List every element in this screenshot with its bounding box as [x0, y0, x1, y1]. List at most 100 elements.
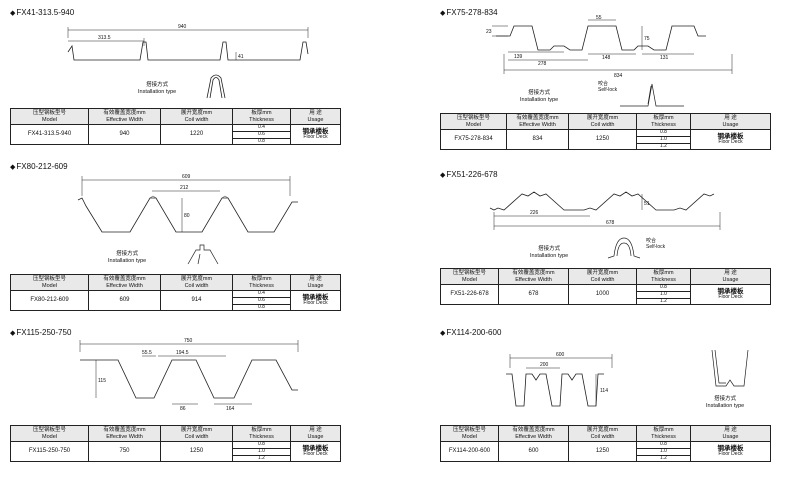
dimension-label: 41: [238, 54, 244, 60]
diamond-bullet-icon: ◆: [10, 330, 16, 337]
table-cell-text: 有效覆盖宽度mm: [512, 270, 555, 277]
table-cell-text: 板厚mm: [653, 115, 674, 122]
table-cell-text: 有效覆盖宽度mm: [516, 115, 559, 122]
table-cell-text: Effective Width: [519, 121, 556, 128]
table-cell-text: 有效覆盖宽度mm: [512, 427, 555, 434]
table-cell-text: Thickness: [249, 282, 274, 289]
dimension-label: 278: [538, 61, 547, 67]
deck-profile-fx75: 55 23 139 148 75 131 278 834: [486, 15, 733, 79]
diamond-bullet-icon: ◆: [10, 10, 16, 17]
thickness-cell: 1.0: [636, 290, 691, 299]
coil-width-cell: 1250: [568, 440, 637, 463]
table-cell-text: Thickness: [249, 116, 274, 123]
overlap-detail-fx80: [187, 244, 219, 265]
table-cell-text: 板厚mm: [251, 427, 272, 434]
coil-width-cell: 1250: [160, 440, 233, 463]
table-cell-text: Floor Deck: [718, 139, 743, 146]
overlap-detail-fx41: [206, 74, 226, 99]
table-cell-text: Model: [42, 116, 57, 123]
dimension-label: 313.5: [98, 35, 111, 41]
overlap-detail-fx75: [620, 83, 684, 107]
deck-profile-fx80: 609 212 80: [77, 174, 298, 233]
table-cell-text: 展开宽度mm: [180, 276, 213, 283]
installation-label: 搭接方式 Installation type: [520, 90, 559, 103]
table-cell-text: Floor Deck: [718, 451, 743, 458]
table-cell-text: 有效覆盖宽度mm: [103, 110, 146, 117]
product-title: ◆FX75-278-834: [440, 8, 498, 17]
table-cell-text: Effective Width: [106, 433, 143, 440]
installation-label: 搭接方式 Installation type: [706, 396, 745, 409]
table-cell-text: Coil width: [184, 433, 209, 440]
table-cell-text: 板厚mm: [251, 276, 272, 283]
table-cell-text: Usage: [722, 433, 739, 440]
table-cell-text: 钢承楼板: [302, 128, 329, 136]
overlap-detail-fx114: [711, 349, 749, 387]
table-cell-text: 用 途: [309, 427, 322, 434]
product-title: ◆FX80-212-609: [10, 162, 68, 171]
table-cell-text: 展开宽度mm: [586, 427, 619, 434]
table-cell-text: Usage: [722, 276, 739, 283]
dimension-label: 834: [614, 73, 623, 79]
coil-width-cell: 1250: [568, 128, 637, 151]
table-cell-text: 板厚mm: [251, 110, 272, 117]
deck-profile-fx115: 750 55.5 194.5 115 86 164: [79, 338, 299, 412]
table-cell-text: 用 途: [309, 276, 322, 283]
table-cell-text: Effective Width: [515, 276, 552, 283]
table-cell-text: 展开宽度mm: [586, 115, 619, 122]
table-cell-text: 压型钢板型号: [32, 276, 66, 283]
thickness-cell: 1.2: [636, 142, 691, 151]
table-cell-text: Model: [466, 121, 481, 128]
product-title: ◆FX115-250-750: [10, 328, 72, 337]
dimension-label: 194.5: [176, 350, 189, 356]
model-cell: FX75-278-834: [440, 128, 507, 151]
table-cell-text: Effective Width: [106, 282, 143, 289]
table-cell-text: Thickness: [651, 433, 676, 440]
table-cell-text: Model: [462, 276, 477, 283]
diamond-bullet-icon: ◆: [440, 330, 446, 337]
dimension-label: 23: [486, 29, 492, 35]
table-cell-text: Model: [42, 433, 57, 440]
model-cell: FX115-250-750: [10, 440, 89, 463]
table-cell-text: 展开宽度mm: [180, 110, 213, 117]
table-cell-text: 板厚mm: [653, 270, 674, 277]
table-cell-text: 用 途: [724, 115, 737, 122]
table-cell-text: 钢承楼板: [302, 445, 329, 453]
table-cell-text: Thickness: [651, 121, 676, 128]
table-cell-text: Coil width: [590, 433, 615, 440]
table-cell-text: Usage: [307, 433, 324, 440]
dimension-label: 609: [182, 174, 191, 180]
diamond-bullet-icon: ◆: [440, 10, 446, 17]
dimension-label: 55: [596, 15, 602, 21]
table-cell-text: 压型钢板型号: [452, 427, 486, 434]
table-cell-text: Floor Deck: [303, 451, 328, 458]
table-cell-text: Coil width: [184, 116, 209, 123]
effective-width-cell: 834: [506, 128, 569, 151]
dimension-label: 940: [178, 24, 187, 30]
dimension-label: 75: [644, 36, 650, 42]
thickness-cell: 0.8: [232, 137, 291, 146]
diamond-bullet-icon: ◆: [10, 164, 16, 171]
table-cell-text: 用 途: [724, 427, 737, 434]
table-cell-text: Coil width: [184, 282, 209, 289]
